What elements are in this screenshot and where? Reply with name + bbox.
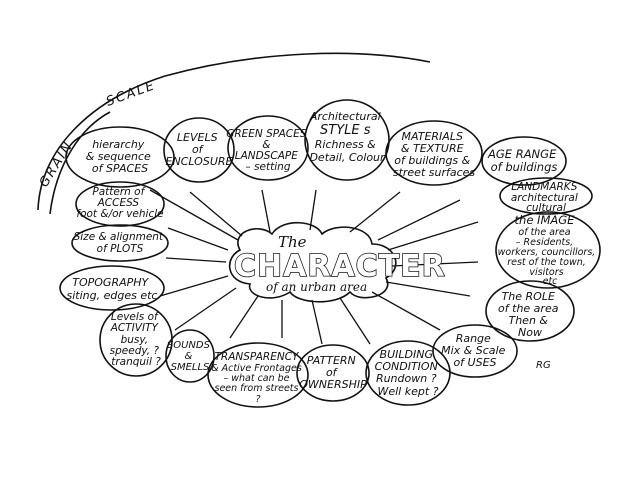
node-materials: MATERIALS & TEXTURE of buildings & stree… bbox=[385, 120, 483, 186]
node-activity: Levels of ACTIVITY busy, speedy, ? tranq… bbox=[99, 303, 173, 377]
node-sounds: SOUNDS & SMELLS bbox=[165, 329, 215, 383]
node-plots: Size & alignment of PLOTS bbox=[71, 224, 169, 262]
author-signature: RG bbox=[536, 360, 551, 371]
node-condition: BUILDING CONDITION Rundown ? Well kept ? bbox=[365, 340, 451, 406]
node-enclosure: LEVELS of ENCLOSURE bbox=[163, 117, 235, 183]
node-condition-text: BUILDING CONDITION Rundown ? Well kept ? bbox=[375, 348, 442, 398]
center-title-the: The bbox=[278, 233, 307, 251]
node-green-spaces: GREEN SPACES & LANDSCAPE – setting bbox=[226, 115, 310, 181]
node-architectural-style-text: Architectural STYLE s Richness & Detail,… bbox=[309, 110, 386, 164]
node-green-spaces-text: GREEN SPACES & LANDSCAPE – setting bbox=[226, 128, 310, 173]
node-ownership: PATTERN of OWNERSHIP bbox=[296, 344, 370, 402]
node-image-text: the IMAGE of the area – Residents, worke… bbox=[498, 213, 599, 287]
node-role: The ROLE of the area Then & Now bbox=[485, 280, 575, 342]
node-landmarks: LANDMARKS architectural cultural bbox=[499, 177, 593, 215]
node-access: Pattern of ACCESS foot &/or vehicle bbox=[75, 181, 165, 227]
node-hierarchy-text: hierarchy & sequence of SPACES bbox=[86, 138, 155, 175]
node-architectural-style: Architectural STYLE s Richness & Detail,… bbox=[304, 99, 390, 181]
center-title-character: CHARACTER bbox=[234, 249, 446, 284]
node-materials-text: MATERIALS & TEXTURE of buildings & stree… bbox=[393, 130, 476, 179]
node-age-range-text: AGE RANGE of buildings bbox=[487, 147, 560, 174]
node-uses: Range Mix & Scale of USES bbox=[432, 324, 518, 378]
node-transparency-text: TRANSPARENCY & Active Frontages – what c… bbox=[211, 351, 305, 405]
spokes bbox=[149, 189, 479, 345]
node-hierarchy: hierarchy & sequence of SPACES bbox=[65, 126, 175, 188]
node-image: the IMAGE of the area – Residents, worke… bbox=[495, 211, 601, 289]
node-landmarks-text: LANDMARKS architectural cultural bbox=[511, 181, 581, 214]
node-enclosure-text: LEVELS of ENCLOSURE bbox=[166, 131, 233, 168]
node-plots-text: Size & alignment of PLOTS bbox=[74, 231, 167, 255]
node-topography: TOPOGRAPHY siting, edges etc bbox=[59, 265, 165, 311]
node-access-text: Pattern of ACCESS foot &/or vehicle bbox=[76, 186, 163, 220]
node-transparency: TRANSPARENCY & Active Frontages – what c… bbox=[207, 342, 309, 408]
node-uses-text: Range Mix & Scale of USES bbox=[441, 332, 509, 369]
node-role-text: The ROLE of the area Then & Now bbox=[498, 290, 562, 339]
center-title-subtitle: of an urban area bbox=[266, 280, 367, 294]
node-sounds-text: SOUNDS & SMELLS bbox=[167, 340, 213, 373]
node-ownership-text: PATTERN of OWNERSHIP bbox=[299, 354, 367, 391]
grain-scale-arc-outer bbox=[37, 52, 431, 211]
center-cloud: The CHARACTER of an urban area bbox=[228, 222, 446, 303]
grain-scale-arc-inner bbox=[49, 111, 111, 215]
scale-label: SCALE bbox=[104, 78, 158, 110]
node-activity-text: Levels of ACTIVITY busy, speedy, ? tranq… bbox=[110, 311, 163, 368]
node-topography-text: TOPOGRAPHY siting, edges etc bbox=[67, 276, 158, 302]
node-age-range: AGE RANGE of buildings bbox=[481, 136, 567, 186]
